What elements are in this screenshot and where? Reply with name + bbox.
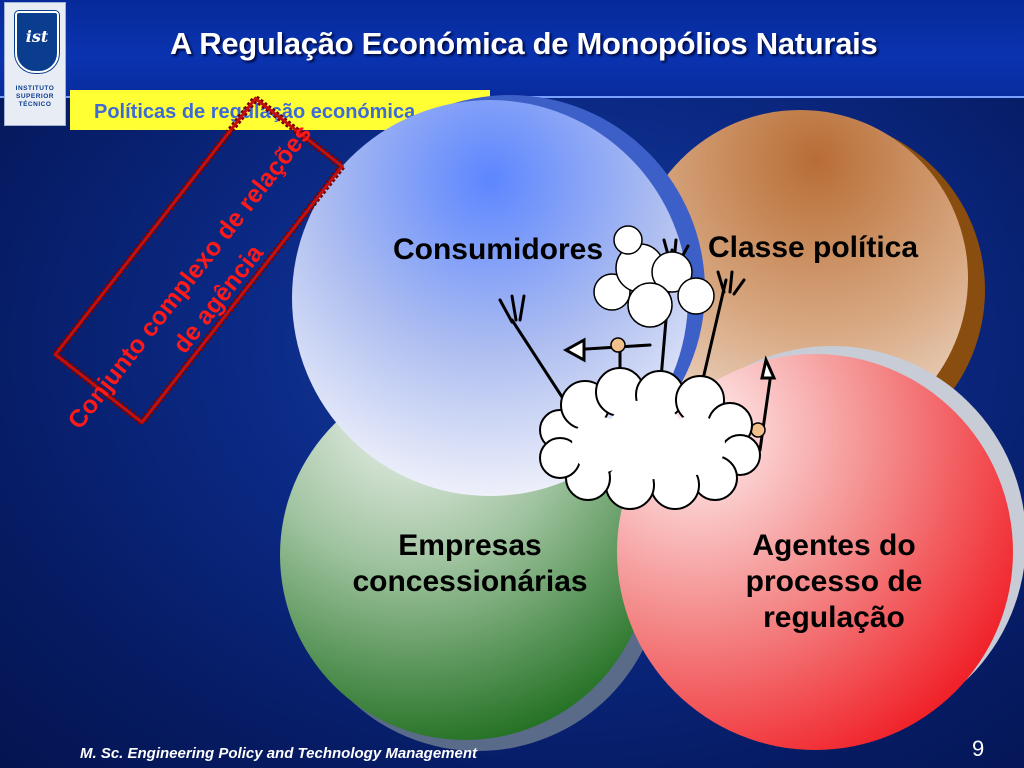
logo-caption-line-3: TÉCNICO [18,101,52,108]
hand-icon [750,422,766,438]
page-number: 9 [972,736,985,761]
logo-caption-line-1: INSTITUTO [15,85,55,92]
label-consumidores: Consumidores [392,233,604,266]
footer-text: M. Sc. Engineering Policy and Technology… [80,745,478,762]
label-agentes: Agentes do processo de regulação [745,529,923,634]
note-frame [50,93,348,428]
shield-icon: ist [15,11,59,73]
label-empresas: Empresas concessionárias [352,529,588,598]
small-cloud-icon [593,225,715,328]
logo-caption-line-2: SUPERIOR [16,93,54,100]
slide-subtitle: Políticas de regulação económica [94,101,416,123]
slide-title: A Regulação Económica de Monopólios Natu… [170,26,878,61]
ist-logo: ist INSTITUTO SUPERIOR TÉCNICO [4,2,66,126]
label-classe-politica: Classe política [707,231,919,264]
logo-monogram: ist [25,27,49,46]
big-cloud-icon [539,367,761,510]
logo-caption: INSTITUTO SUPERIOR TÉCNICO [5,85,65,109]
hand-icon [610,337,626,353]
